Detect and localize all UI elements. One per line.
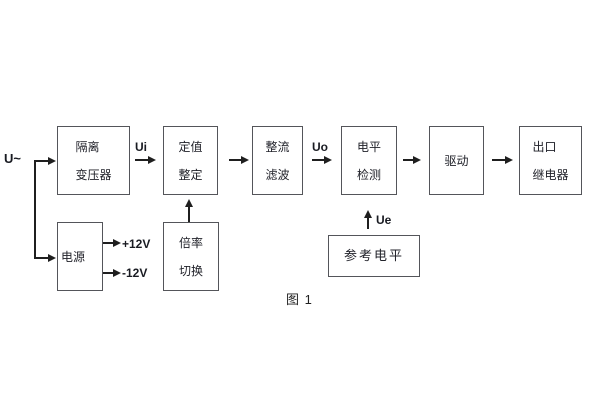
arrow-reference-to-level: [363, 210, 372, 229]
arrow-level-to-driver: [403, 155, 421, 164]
block-isolation-transformer: 隔离 变压器: [57, 126, 130, 195]
arrow-setting-to-rectifier: [229, 155, 249, 164]
block-label-line: 整定: [178, 167, 203, 182]
block-text: 电源: [61, 243, 85, 271]
block-reference-level: 参考电平: [328, 235, 420, 277]
label-input-voltage: U~: [4, 151, 21, 166]
block-text: 电平 检测: [357, 133, 381, 189]
block-label-line: 定值: [178, 139, 203, 154]
block-text: 整流 滤波: [265, 133, 289, 189]
block-label-line: 切换: [178, 263, 203, 278]
block-label-line: 倍率: [178, 235, 203, 250]
connector-input-branch-line: [34, 160, 36, 259]
arrow-power-to-negative-rail: [103, 268, 121, 277]
block-text: 驱动: [444, 147, 468, 175]
arrow-transformer-to-setting: [135, 155, 156, 164]
block-text: 参考电平: [344, 242, 404, 270]
block-rectifier-filter: 整流 滤波: [252, 126, 303, 195]
figure-caption: 图 1: [286, 292, 313, 307]
block-label-line: 驱动: [444, 153, 469, 168]
block-label-line: 隔离: [75, 139, 100, 154]
block-label-line: 出口: [532, 139, 557, 154]
block-output-relay: 出口 继电器: [519, 126, 582, 195]
arrow-ratio-to-setting: [184, 199, 193, 222]
block-text: 定值 整定: [178, 133, 202, 189]
block-label-line: 电源: [61, 249, 86, 264]
arrow-rectifier-to-level: [312, 155, 332, 164]
arrow-input-to-transformer: [35, 156, 56, 165]
block-power-supply: 电源: [57, 222, 103, 291]
arrow-driver-to-relay: [492, 155, 513, 164]
label-rail-positive-12v: +12V: [122, 237, 151, 251]
block-label-line: 参考电平: [343, 248, 404, 263]
block-label-line: 变压器: [75, 167, 112, 182]
block-text: 隔离 变压器: [75, 133, 111, 189]
arrow-input-to-power: [35, 253, 56, 262]
block-text: 倍率 切换: [179, 229, 203, 285]
block-label-line: 滤波: [265, 167, 290, 182]
block-label-line: 电平: [356, 139, 381, 154]
label-signal-uo: Uo: [312, 140, 328, 154]
label-signal-ue: Ue: [376, 213, 392, 227]
block-level-detection: 电平 检测: [341, 126, 397, 195]
block-label-line: 整流: [265, 139, 290, 154]
block-text: 出口 继电器: [532, 133, 568, 189]
label-rail-negative-12v: -12V: [122, 266, 148, 280]
block-label-line: 检测: [356, 167, 381, 182]
block-setting-adjustment: 定值 整定: [163, 126, 218, 195]
block-label-line: 继电器: [532, 167, 569, 182]
block-driver: 驱动: [429, 126, 484, 195]
block-ratio-switching: 倍率 切换: [163, 222, 219, 291]
arrow-power-to-positive-rail: [103, 238, 121, 247]
label-signal-ui: Ui: [135, 140, 147, 154]
